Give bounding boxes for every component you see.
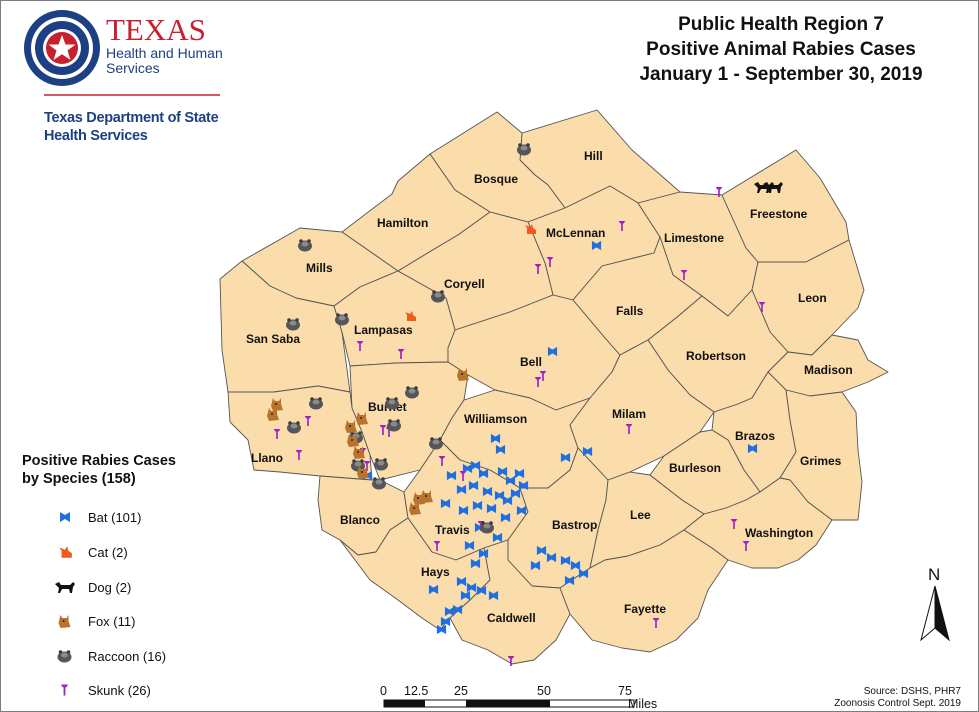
source-note: Source: DSHS, PHR7 Zoonosis Control Sept… <box>834 686 961 710</box>
scale-tick-0: 0 <box>380 684 387 698</box>
scale-tick-12-5: 12.5 <box>404 684 429 698</box>
legend-title: Positive Rabies Cases by Species (158) <box>22 452 176 488</box>
legend-title-line1: Positive Rabies Cases <box>22 453 176 469</box>
county-label-robertson: Robertson <box>686 349 746 363</box>
scale-unit: Miles <box>628 697 657 710</box>
raccoon-marker <box>287 421 301 434</box>
raccoon-marker <box>387 419 401 432</box>
north-label: N <box>928 566 940 584</box>
legend-label-skunk: Skunk (26) <box>88 682 151 698</box>
logo-word: TEXAS <box>106 12 206 47</box>
county-label-hays: Hays <box>421 565 450 579</box>
county-label-llano: Llano <box>251 451 283 465</box>
raccoon-marker <box>431 290 445 303</box>
raccoon-marker <box>429 437 443 450</box>
scale-labels: 0 12.5 25 50 75 <box>380 684 680 700</box>
legend-label-fox: Fox (11) <box>88 613 136 629</box>
dog-icon <box>55 582 75 593</box>
title-line1: Public Health Region 7 <box>678 14 884 35</box>
county-label-caldwell: Caldwell <box>487 611 536 625</box>
logo-line2: Services <box>106 60 160 76</box>
legend-item-skunk: Skunk (26) <box>54 680 151 700</box>
legend: Positive Rabies Cases by Species (158) B… <box>22 452 176 698</box>
raccoon-marker <box>286 318 300 331</box>
source-line2: Zoonosis Control Sept. 2019 <box>834 698 961 709</box>
north-arrow-icon: N <box>920 565 950 642</box>
county-label-bastrop: Bastrop <box>552 518 597 532</box>
source-line1: Source: DSHS, PHR7 <box>863 686 961 697</box>
legend-item-dog: Dog (2) <box>54 577 131 597</box>
county-caldwell <box>449 539 571 665</box>
raccoon-marker <box>335 313 349 326</box>
county-label-lampasas: Lampasas <box>354 323 413 337</box>
county-label-bosque: Bosque <box>474 172 518 186</box>
map-title: Public Health Region 7 Positive Animal R… <box>601 12 961 87</box>
raccoon-marker <box>298 239 312 252</box>
cat-icon <box>59 546 72 558</box>
legend-item-cat: Cat (2) <box>54 542 128 562</box>
county-labels: Hill Bosque Hamilton McLennan Limestone … <box>246 149 853 625</box>
agency-line1: Texas Department of State <box>44 110 219 126</box>
skunk-icon <box>60 684 69 696</box>
county-label-hamilton: Hamilton <box>377 216 428 230</box>
agency-name: Texas Department of State Health Service… <box>44 109 219 145</box>
legend-label-raccoon: Raccoon (16) <box>88 648 167 664</box>
county-label-bell: Bell <box>520 355 542 369</box>
county-label-williamson: Williamson <box>464 412 527 426</box>
raccoon-marker <box>385 397 399 410</box>
legend-label-dog: Dog (2) <box>88 579 132 595</box>
raccoon-marker <box>480 521 494 534</box>
scale-tick-75: 75 <box>618 684 632 698</box>
raccoon-marker <box>405 386 419 399</box>
county-grimes <box>779 389 863 521</box>
raccoon-marker <box>309 397 323 410</box>
county-label-hill: Hill <box>584 149 603 163</box>
scale-tick-25: 25 <box>454 684 468 698</box>
county-label-leon: Leon <box>798 291 827 305</box>
county-label-milam: Milam <box>612 407 646 421</box>
legend-label-bat: Bat (101) <box>88 509 142 525</box>
title-line2: Positive Animal Rabies Cases <box>646 39 916 60</box>
county-label-burleson: Burleson <box>669 461 721 475</box>
texas-hhs-logo: TEXAS Health and Human Services <box>20 6 230 98</box>
raccoon-marker <box>374 458 388 471</box>
county-label-madison: Madison <box>804 363 853 377</box>
county-label-brazos: Brazos <box>735 429 775 443</box>
county-label-grimes: Grimes <box>800 454 842 468</box>
county-label-mclennan: McLennan <box>546 226 605 240</box>
county-llano <box>227 385 373 481</box>
county-fayette <box>559 529 729 653</box>
raccoon-icon <box>57 650 72 663</box>
raccoon-marker <box>517 143 531 156</box>
raccoon-marker <box>372 477 386 490</box>
legend-item-raccoon: Raccoon (16) <box>54 646 166 666</box>
legend-item-bat: Bat (101) <box>54 507 141 527</box>
county-label-lee: Lee <box>630 508 651 522</box>
county-label-mills: Mills <box>306 261 333 275</box>
scale-tick-50: 50 <box>537 684 551 698</box>
scale-bar-graphic: Miles <box>383 697 657 710</box>
title-line3: January 1 - September 30, 2019 <box>639 64 923 85</box>
county-label-san-saba: San Saba <box>246 332 300 346</box>
texas-seal-icon: TEXAS Health and Human Services <box>24 10 223 96</box>
agency-line2: Health Services <box>44 128 148 144</box>
legend-item-fox: Fox (11) <box>54 611 135 631</box>
county-label-travis: Travis <box>435 523 470 537</box>
county-san-saba <box>219 260 351 393</box>
north-arrow: N <box>918 565 952 644</box>
logo-line1: Health and Human <box>106 45 223 61</box>
county-label-coryell: Coryell <box>444 277 485 291</box>
county-label-washington: Washington <box>745 526 813 540</box>
county-label-falls: Falls <box>616 304 644 318</box>
county-label-fayette: Fayette <box>624 602 666 616</box>
legend-title-line2: by Species (158) <box>22 471 136 487</box>
legend-label-cat: Cat (2) <box>88 544 128 560</box>
bat-icon <box>60 512 70 522</box>
fox-icon <box>58 615 71 628</box>
county-label-limestone: Limestone <box>664 231 724 245</box>
county-label-freestone: Freestone <box>750 207 808 221</box>
county-label-blanco: Blanco <box>340 513 380 527</box>
